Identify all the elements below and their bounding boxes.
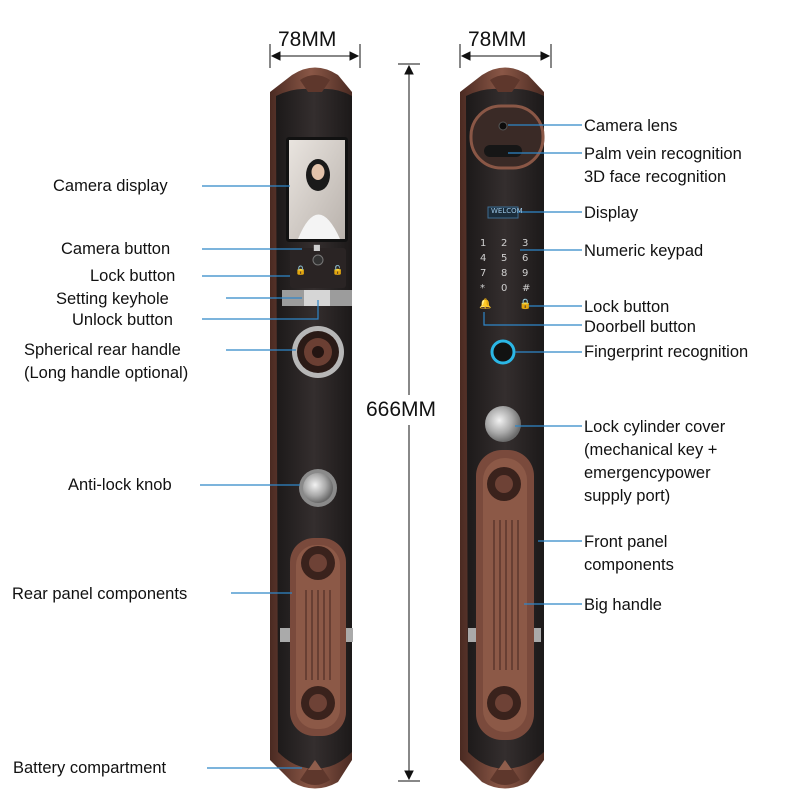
label-setting-keyhole: Setting keyhole bbox=[56, 290, 169, 308]
keypad-key: 6 bbox=[522, 253, 529, 264]
label-palm-face: Palm vein recognition 3D face recognitio… bbox=[584, 144, 742, 187]
rear-panel bbox=[270, 67, 353, 789]
label-camera-lens: Camera lens bbox=[584, 117, 678, 135]
label-rear-panel: Rear panel components bbox=[12, 585, 188, 603]
label-fingerprint: Fingerprint recognition bbox=[584, 343, 749, 361]
front-panel bbox=[460, 67, 545, 789]
label-front-panel-line2: components bbox=[584, 556, 674, 574]
keypad-key: 3 bbox=[522, 238, 529, 249]
label-rear-handle-line1: Spherical rear handle bbox=[24, 341, 181, 359]
keypad-key: 8 bbox=[501, 268, 508, 279]
label-anti-lock-knob: Anti-lock knob bbox=[68, 476, 172, 494]
label-cylinder-line2: (mechanical key + bbox=[584, 441, 718, 459]
keypad-key: 7 bbox=[480, 268, 487, 279]
label-lock-button-rear: Lock button bbox=[90, 267, 176, 285]
label-rear-handle: Spherical rear handle (Long handle optio… bbox=[24, 340, 188, 383]
dimension-lines bbox=[269, 44, 552, 782]
label-doorbell-button: Doorbell button bbox=[584, 318, 696, 336]
rear-unlock-button-icon: 🔓 bbox=[332, 266, 344, 276]
keypad-key: # bbox=[522, 283, 531, 294]
keypad-key: 1 bbox=[480, 238, 487, 249]
label-front-panel-line1: Front panel bbox=[584, 533, 668, 551]
rear-camera-button-icon: ■ bbox=[313, 243, 321, 252]
label-palm-vein: Palm vein recognition bbox=[584, 145, 742, 163]
label-rear-handle-line2: (Long handle optional) bbox=[24, 364, 189, 382]
label-cylinder-line3: emergencypower bbox=[584, 464, 711, 482]
label-big-handle: Big handle bbox=[584, 596, 662, 614]
lock-button-icon: 🔒 bbox=[519, 299, 532, 310]
label-face-3d: 3D face recognition bbox=[584, 168, 727, 186]
label-cylinder-line1: Lock cylinder cover bbox=[584, 418, 726, 436]
leader-lines bbox=[200, 124, 582, 769]
rear-lock-button-icon: 🔒 bbox=[295, 266, 307, 276]
dimension-width-left: 78MM bbox=[278, 28, 337, 51]
dimension-width-right: 78MM bbox=[468, 28, 527, 51]
front-screen-text: WELCOM bbox=[491, 207, 523, 215]
label-display: Display bbox=[584, 204, 639, 222]
label-camera-display: Camera display bbox=[53, 177, 168, 195]
label-front-panel: Front panel components bbox=[584, 532, 674, 575]
keypad-key: 5 bbox=[501, 253, 508, 264]
keypad-key: 0 bbox=[501, 283, 508, 294]
label-lock-cylinder: Lock cylinder cover (mechanical key + em… bbox=[584, 417, 725, 506]
label-battery: Battery compartment bbox=[13, 759, 167, 777]
dimension-height: 666MM bbox=[366, 398, 437, 421]
label-unlock-button: Unlock button bbox=[72, 311, 173, 329]
keypad-key: * bbox=[480, 283, 485, 294]
label-lock-button-front: Lock button bbox=[584, 298, 670, 316]
keypad-key: 4 bbox=[480, 253, 487, 264]
keypad-key: 2 bbox=[501, 238, 508, 249]
label-cylinder-line4: supply port) bbox=[584, 487, 671, 505]
label-numeric-keypad: Numeric keypad bbox=[584, 242, 704, 260]
doorbell-button-icon: 🔔 bbox=[479, 299, 492, 310]
label-camera-button: Camera button bbox=[61, 240, 171, 258]
keypad-key: 9 bbox=[522, 268, 529, 279]
